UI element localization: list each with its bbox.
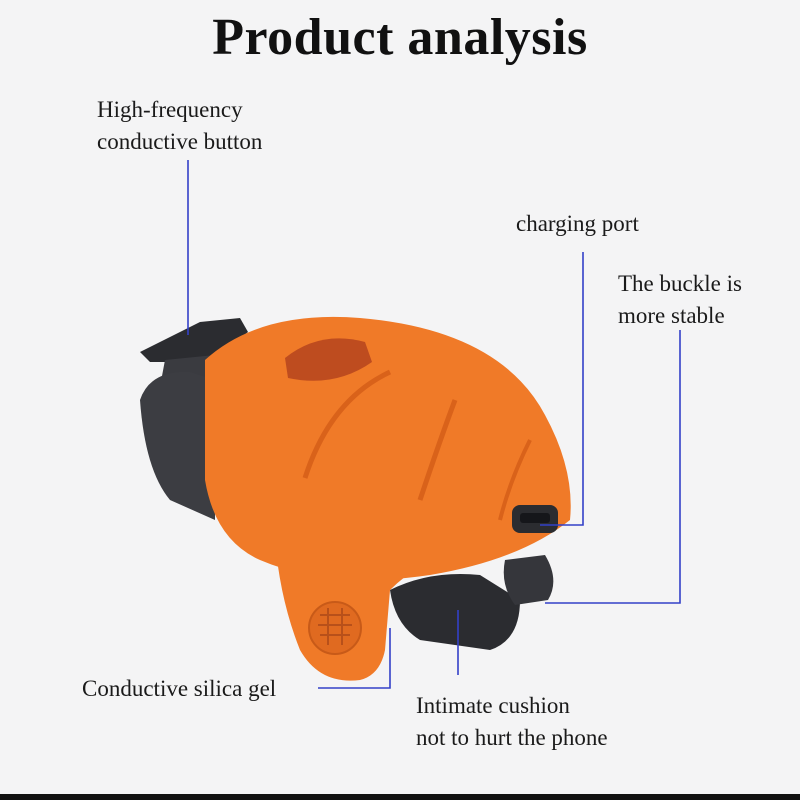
leader-silica — [318, 628, 391, 689]
shell-ridge-1 — [302, 369, 392, 479]
label-silica-gel: Conductive silica gel — [82, 676, 277, 701]
label-conductive-button: High-frequency conductive button — [97, 97, 263, 154]
top-window — [285, 338, 372, 381]
cushion-shape — [390, 574, 520, 650]
silica-pad — [308, 601, 362, 655]
label-charging-port: charging port — [516, 211, 639, 236]
buckle-shape — [503, 555, 554, 605]
leader-charging — [540, 252, 584, 526]
page-title: Product analysis — [212, 9, 588, 66]
bottom-border — [0, 794, 800, 800]
leader-buckle — [545, 330, 681, 604]
shell-ridge-2 — [417, 399, 458, 501]
rear-dark-body — [140, 371, 215, 520]
label-cushion: Intimate cushion not to hurt the phone — [416, 693, 608, 750]
shell-ridge-3 — [498, 439, 532, 521]
main-shell — [205, 316, 571, 580]
label-buckle: The buckle is more stable — [618, 271, 742, 328]
